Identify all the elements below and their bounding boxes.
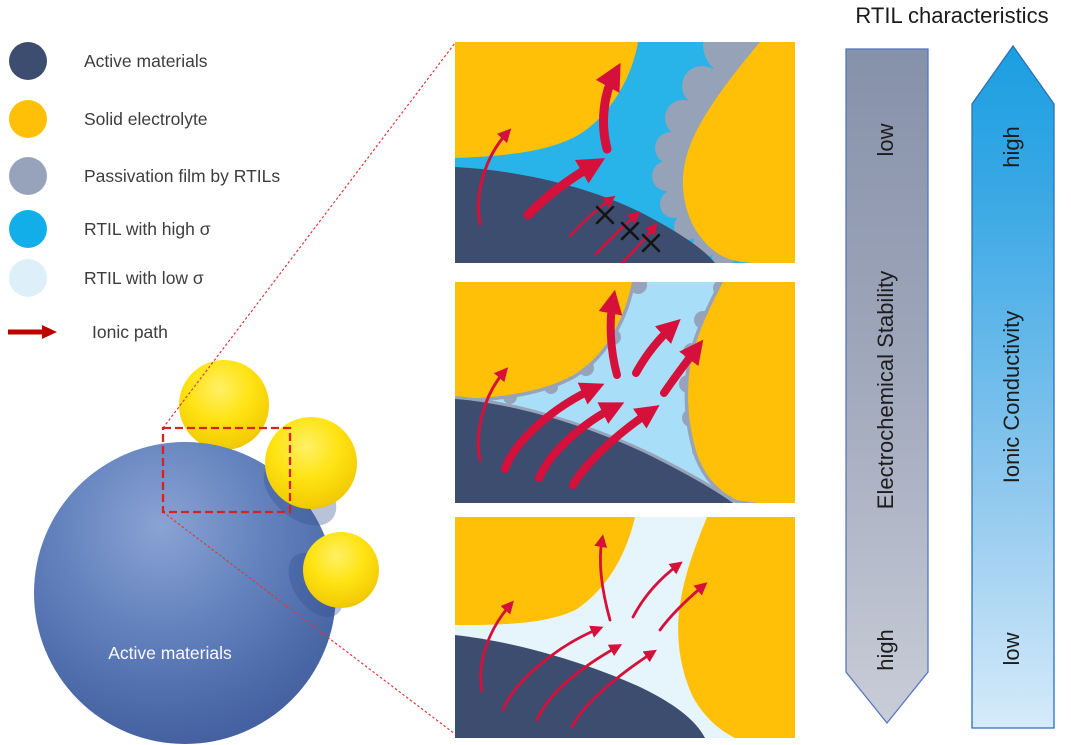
active-material-surface [455,635,705,738]
panel-medium-sigma-svg [455,282,795,503]
ionic-path-arrow-icon [8,325,57,339]
legend-label-solid-electrolyte: Solid electrolyte [84,108,208,129]
ionic-path-arrows [476,289,704,489]
legend-item-active-materials: Active materials [8,41,208,81]
stability-bottom-label: high [873,629,898,671]
electrolyte-particle-top [179,360,269,450]
panel-high-sigma-svg [455,42,795,263]
stability-axis-label: Electrochemical Stability [873,271,898,509]
conductivity-axis-label: Ionic Conductivity [999,311,1024,483]
panel-low-sigma-svg [455,517,795,738]
ionic-path-arrows [476,62,658,263]
sphere-label: Active materials [108,643,232,663]
solid-electrolyte-swatch-icon [9,100,47,138]
solid-electrolyte-top-left [455,517,635,625]
rtil-low-sigma-swatch-icon [9,259,47,297]
active-materials-swatch-icon [9,42,47,80]
legend-label-active-materials: Active materials [84,50,208,71]
electrolyte-particle-right [265,417,357,509]
rtil-characteristics-title: RTIL characteristics [855,3,1049,28]
legend-label-rtil-low-sigma: RTIL with low σ [84,267,204,288]
solid-electrolyte-right [682,42,795,263]
active-material-surface [455,167,715,263]
solid-electrolyte-right [678,517,795,738]
rtil-axes: low Electrochemical Stability high high … [845,44,1055,729]
legend-item-rtil-high-sigma: RTIL with high σ [8,209,211,249]
detail-panel-medium-sigma [455,282,795,503]
legend-label-passivation-film: Passivation film by RTILs [84,165,281,186]
active-material-surface [455,399,733,503]
legend: Active materials Solid electrolyte Passi… [0,0,420,370]
rtil-high-sigma-swatch-icon [9,210,47,248]
conductivity-arrow-up [971,44,1055,729]
legend-item-rtil-low-sigma: RTIL with low σ [8,258,204,298]
legend-label-rtil-high-sigma: RTIL with high σ [84,218,211,239]
detail-panel-high-sigma [455,42,795,263]
detail-panel-low-sigma [455,517,795,738]
stability-top-label: low [873,123,898,156]
electrolyte-particle-lower [303,532,379,608]
conductivity-top-label: high [999,126,1024,168]
legend-item-solid-electrolyte: Solid electrolyte [8,99,208,139]
legend-item-ionic-path: Ionic path [8,312,168,352]
solid-electrolyte-right [688,282,795,503]
zoom-connector-top [162,42,456,429]
passivation-film-swatch-icon [9,157,47,195]
active-material-sphere [34,442,336,744]
legend-item-passivation-film: Passivation film by RTILs [8,156,280,196]
stability-arrow-down [845,48,929,725]
blocked-path-x-marks [595,205,661,253]
conductivity-bottom-label: low [999,632,1024,665]
ionic-path-arrows [479,534,708,729]
legend-label-ionic-path: Ionic path [92,321,168,342]
zoom-region-box [161,426,292,514]
zoom-connector-bottom [162,511,456,735]
